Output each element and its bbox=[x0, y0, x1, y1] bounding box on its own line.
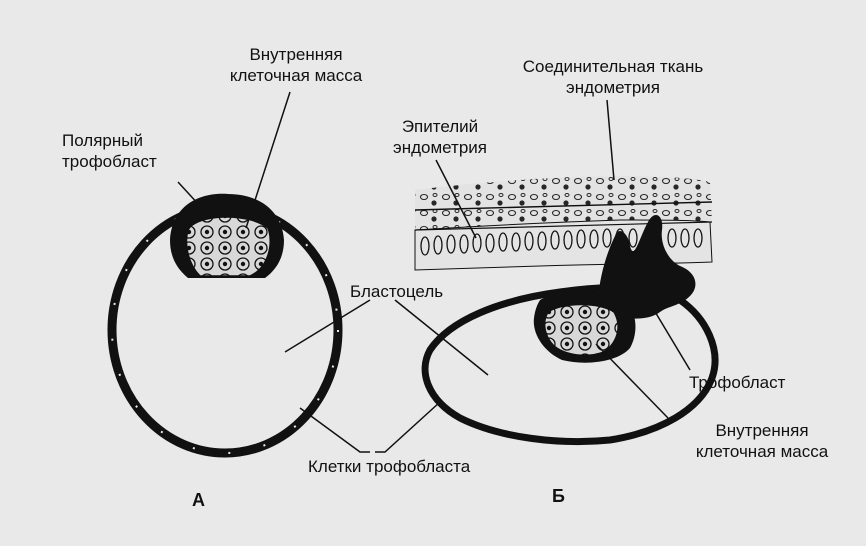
leader-cells-b bbox=[375, 401, 441, 453]
leader-epithelium bbox=[435, 159, 477, 239]
label-connective-line2: эндометрия bbox=[566, 78, 660, 97]
leader-blastocoel-b bbox=[394, 299, 489, 376]
label-connective-line1: Соединительная ткань bbox=[522, 57, 704, 76]
connective-tissue bbox=[415, 176, 712, 232]
label-inner-mass-a-line2: клеточная масса bbox=[229, 66, 363, 85]
panel-label-b: Б bbox=[552, 486, 565, 506]
leader-inner-mass-b bbox=[595, 343, 669, 419]
label-polar-line1: Полярный bbox=[62, 131, 143, 150]
label-inner-mass-a: Внутренняя клеточная масса bbox=[208, 44, 384, 86]
inner-cell-mass-b bbox=[543, 303, 619, 357]
label-inner-mass-b-line1: Внутренняя bbox=[715, 421, 809, 440]
blastocyst-b bbox=[421, 215, 719, 446]
leader-inner-mass-a bbox=[245, 91, 291, 229]
leader-trophoblast bbox=[647, 299, 691, 371]
leader-cells-a bbox=[299, 407, 370, 453]
label-epithelium: Эпителий эндометрия bbox=[378, 116, 502, 158]
invading-trophoblast bbox=[598, 215, 696, 319]
label-polar-line2: трофобласт bbox=[62, 152, 157, 171]
label-trophoblast-cells: Клетки трофобласта bbox=[308, 457, 471, 476]
blastocyst-a bbox=[107, 193, 343, 458]
label-polar-trophoblast: Полярный трофобласт bbox=[62, 130, 157, 172]
label-connective-tissue: Соединительная ткань эндометрия bbox=[488, 56, 738, 98]
label-epithelium-line1: Эпителий bbox=[401, 117, 479, 136]
leader-connective bbox=[606, 99, 615, 181]
leader-blastocoel-a bbox=[284, 299, 371, 353]
label-trophoblast: Трофобласт bbox=[689, 373, 786, 392]
label-blastocoel: Бластоцель bbox=[350, 282, 444, 301]
label-inner-mass-b-line2: клеточная масса bbox=[695, 442, 829, 461]
label-epithelium-line2: эндометрия bbox=[393, 138, 487, 157]
panel-label-a: А bbox=[192, 490, 205, 510]
label-inner-mass-a-line1: Внутренняя bbox=[249, 45, 343, 64]
leader-lines bbox=[177, 91, 691, 453]
label-inner-mass-b: Внутренняя клеточная масса bbox=[674, 420, 850, 462]
inner-cell-mass-a bbox=[185, 216, 271, 277]
leader-polar bbox=[177, 181, 201, 207]
